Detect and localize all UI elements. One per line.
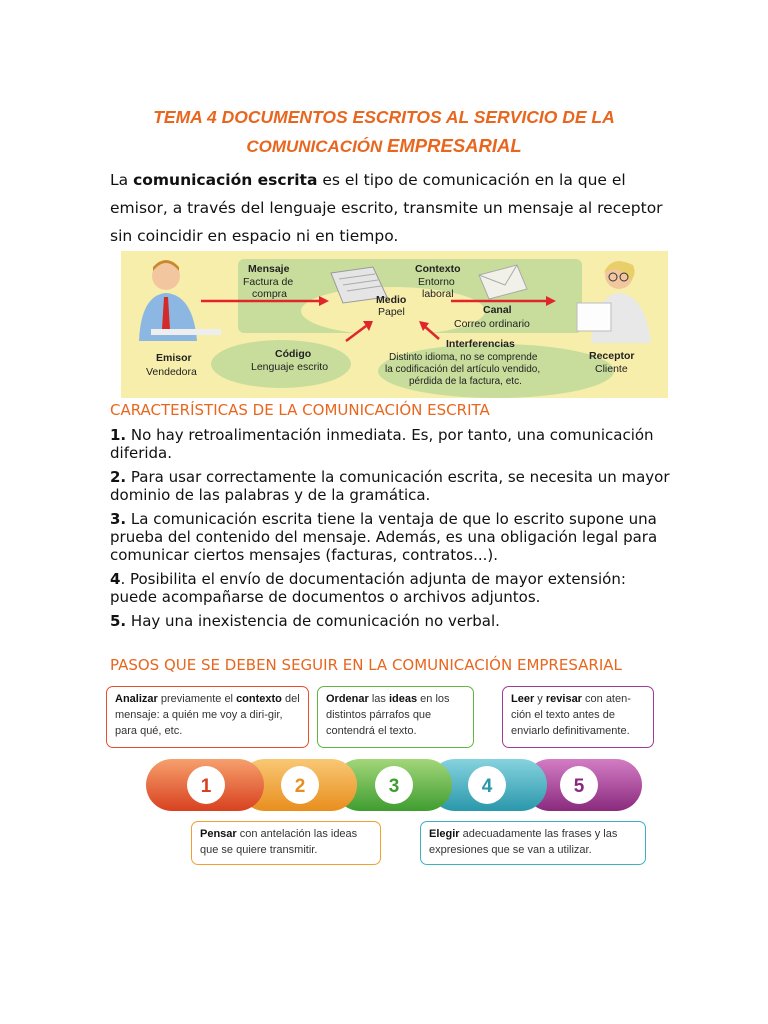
mensaje-label: Mensaje [248,263,290,275]
emisor-value: Vendedora [146,366,197,378]
title-part-a: COMUNICACIÓN [246,137,388,156]
item-number: 5. [110,612,127,630]
codigo-ellipse [211,340,351,388]
step-box-5: Leer y revisar con aten-ción el texto an… [502,686,654,748]
emisor-figure-icon [139,260,221,341]
codigo-label: Código [275,348,311,360]
item-number: 2. [110,468,127,486]
communication-diagram-svg: Mensaje Factura de compra Contexto Entor… [139,259,651,398]
medio-value: Papel [378,306,405,318]
step-number-3: 3 [389,776,400,797]
intro-pre: La [110,171,134,189]
emisor-label: Emisor [156,352,192,364]
communication-diagram: Mensaje Factura de compra Contexto Entor… [121,251,668,398]
box1-bold-1: Analizar [115,693,158,705]
step-circle-1 [187,766,225,804]
box2-text-1: con antelación las ideas que se quiere t… [200,828,358,856]
box5-text-1: y [534,693,546,705]
step-number-2: 2 [295,776,306,797]
intro-paragraph: La comunicación escrita es el tipo de co… [110,166,670,250]
mensaje-value-2: compra [252,288,287,300]
interferencias-ellipse [378,344,614,398]
steps-infographic: Analizar previamente el contexto del men… [104,684,654,866]
step-box-3: Ordenar las ideas en los distintos párra… [317,686,474,748]
box3-text-1: las [368,693,389,705]
contexto-value-2: laboral [422,288,454,300]
item-number: 3. [110,510,127,528]
box3-bold-1: Ordenar [326,693,369,705]
contexto-label: Contexto [415,263,461,275]
title-part-b: EMPRESARIAL [387,135,522,156]
canal-label: Canal [483,304,512,316]
step-box-1: Analizar previamente el contexto del men… [106,686,309,748]
interferencias-line-2: la codificación del artículo vendido, [385,364,540,375]
steps-chain-svg: 1 2 3 4 5 [146,759,642,811]
medio-label: Medio [376,294,406,306]
step-circle-4 [468,766,506,804]
list-item: 4. Posibilita el envío de documentación … [110,570,670,606]
page-title-line-1: TEMA 4 DOCUMENTOS ESCRITOS AL SERVICIO D… [153,107,615,127]
step-circle-5 [560,766,598,804]
box4-bold-1: Elegir [429,828,460,840]
item-text: Hay una inexistencia de comunicación no … [126,612,500,630]
item-text: No hay retroalimentación inmediata. Es, … [110,426,654,462]
mensaje-value-1: Factura de [243,276,293,288]
list-item: 3. La comunicación escrita tiene la vent… [110,510,670,564]
envelope-icon [478,264,528,300]
item-text: . Posibilita el envío de documentación a… [110,570,626,606]
codigo-value: Lenguaje escrito [251,361,328,373]
paper-icon [330,266,388,304]
item-number: 4 [110,570,121,588]
box4-text-1: adecuadamente las frases y las expresion… [429,828,618,856]
step-box-4: Elegir adecuadamente las frases y las ex… [420,821,646,865]
list-item: 5. Hay una inexistencia de comunicación … [110,612,670,630]
box3-bold-2: ideas [388,693,418,705]
step-circle-2 [281,766,319,804]
intro-post: es el tipo de comunicación en la que el … [110,171,663,245]
characteristics-list: 1. No hay retroalimentación inmediata. E… [110,426,670,630]
box3-text-2: en los distintos párrafos que contendrá … [326,693,450,737]
box5-bold-1: Leer [511,693,535,705]
step-circle-3 [375,766,413,804]
box1-text-2: del mensaje: a quién me voy a diri-gir, … [115,693,300,737]
step-number-5: 5 [574,776,585,797]
receptor-figure-icon [576,261,651,343]
box5-text-2: con aten-ción el texto antes de enviarlo… [511,693,631,737]
interferencias-label: Interferencias [446,338,515,350]
step-number-1: 1 [201,776,212,797]
item-number: 1. [110,426,127,444]
box2-bold-1: Pensar [200,828,237,840]
characteristics-heading: CARACTERÍSTICAS DE LA COMUNICACIÓN ESCRI… [110,401,490,419]
interferencias-line-3: pérdida de la factura, etc. [409,376,522,387]
list-item: 1. No hay retroalimentación inmediata. E… [110,426,670,462]
box5-bold-2: revisar [545,693,582,705]
steps-heading: PASOS QUE SE DEBEN SEGUIR EN LA COMUNICA… [110,656,622,674]
receptor-label: Receptor [589,350,635,362]
box1-bold-2: contexto [236,693,282,705]
page-title-line-2: COMUNICACIÓN EMPRESARIAL [0,135,768,157]
item-text: La comunicación escrita tiene la ventaja… [110,510,658,564]
box1-text-1: previamente el [157,693,237,705]
list-item: 2. Para usar correctamente la comunicaci… [110,468,670,504]
receptor-value: Cliente [595,363,628,375]
intro-bold: comunicación escrita [133,171,318,189]
item-text: Para usar correctamente la comunicación … [110,468,670,504]
contexto-value-1: Entorno [418,276,455,288]
flow-arrows [201,296,556,342]
canal-value: Correo ordinario [454,318,530,330]
step-box-2: Pensar con antelación las ideas que se q… [191,821,381,865]
interferencias-line-1: Distinto idioma, no se comprende [389,352,538,363]
step-number-4: 4 [482,776,493,797]
